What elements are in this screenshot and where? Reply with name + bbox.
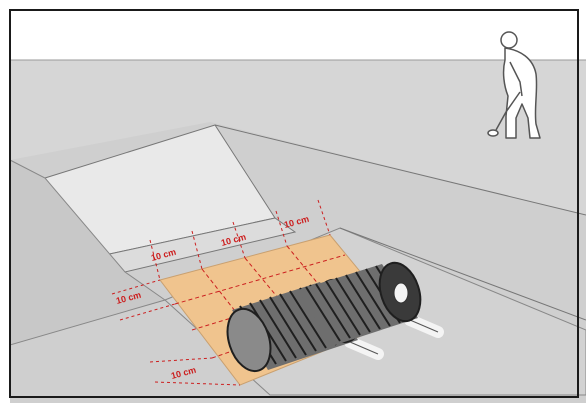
diagram-frame [9,9,579,398]
trench-right-edge [214,124,586,216]
dimension-extension-lines [111,199,331,386]
corrugated-pipe-icon [298,261,444,346]
trench-floor-edge [339,227,586,321]
person-with-metal-detector-icon [487,31,541,139]
